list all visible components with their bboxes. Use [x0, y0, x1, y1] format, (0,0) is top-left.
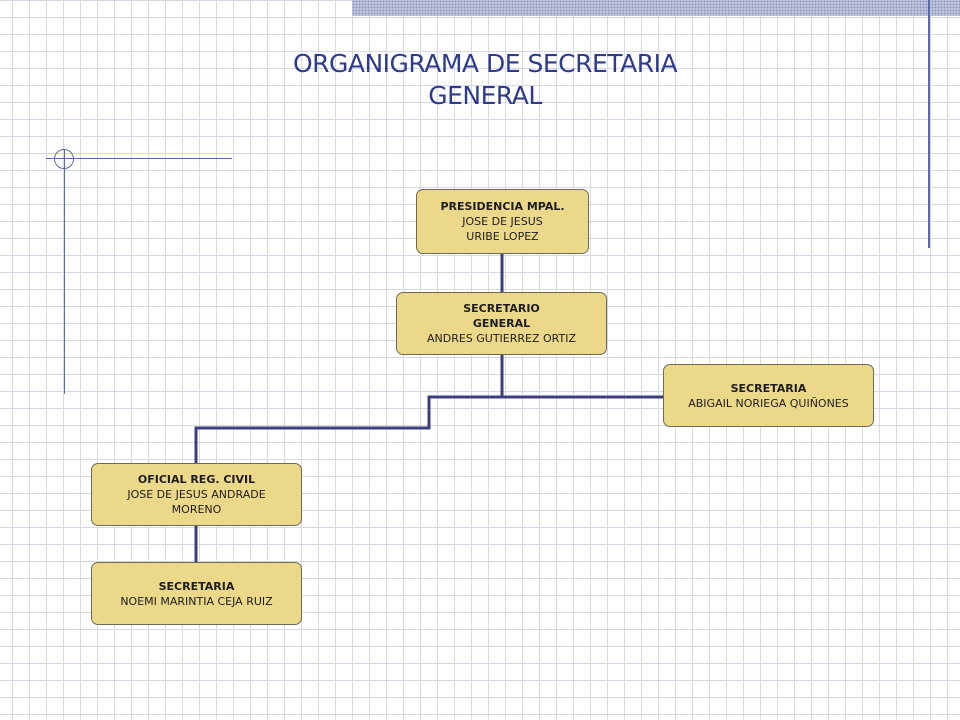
node-name: ABIGAIL NORIEGA QUIÑONES — [688, 396, 849, 410]
node-role: PRESIDENCIA MPAL. — [440, 200, 565, 213]
decor-line-vertical-left — [64, 150, 65, 394]
node-presidencia[interactable]: PRESIDENCIA MPAL. JOSE DE JESUS URIBE LO… — [416, 189, 589, 254]
node-secretaria-right[interactable]: SECRETARIA ABIGAIL NORIEGA QUIÑONES — [663, 364, 874, 427]
node-role: GENERAL — [472, 317, 531, 330]
title-line-2: GENERAL — [428, 81, 542, 110]
node-name: ANDRES GUTIERREZ ORTIZ — [426, 332, 577, 345]
title-line-1: ORGANIGRAMA DE SECRETARIA — [292, 49, 678, 78]
node-role: OFICIAL REG. CIVIL — [137, 473, 256, 486]
page-title: ORGANIGRAMA DE SECRETARIA GENERAL — [250, 48, 720, 112]
node-role: SECRETARIA — [158, 579, 235, 593]
node-name: JOSE DE JESUS — [462, 215, 543, 228]
node-secretaria-bottom[interactable]: SECRETARIA NOEMI MARINTIA CEJA RUIZ — [91, 562, 302, 625]
decor-line-horizontal — [46, 158, 232, 159]
decor-circle-icon — [54, 149, 74, 169]
node-role: SECRETARIO — [463, 302, 540, 315]
node-role: SECRETARIA — [730, 381, 807, 395]
node-oficial-reg-civil[interactable]: OFICIAL REG. CIVIL JOSE DE JESUS ANDRADE… — [91, 463, 302, 526]
node-name: JOSE DE JESUS ANDRADE — [127, 488, 266, 501]
node-secretario-general[interactable]: SECRETARIO GENERAL ANDRES GUTIERREZ ORTI… — [396, 292, 607, 355]
decor-line-vertical-right — [928, 0, 930, 248]
header-dotted-band — [352, 0, 960, 16]
node-name: URIBE LOPEZ — [466, 230, 539, 243]
node-name: MORENO — [171, 503, 222, 516]
connector-step-to-oficial — [194, 395, 502, 463]
node-name: NOEMI MARINTIA CEJA RUIZ — [120, 594, 273, 608]
